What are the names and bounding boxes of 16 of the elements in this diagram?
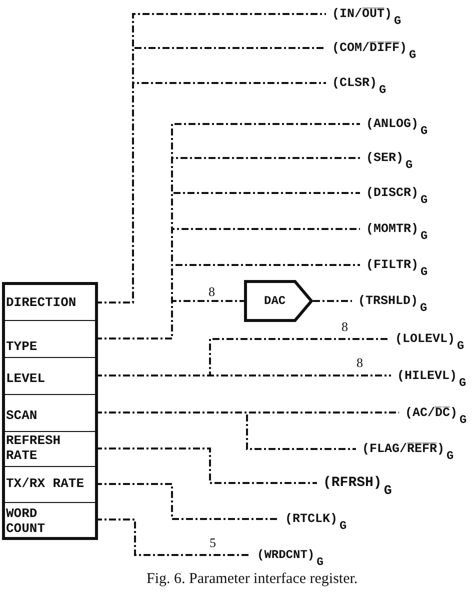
register-field: SCAN (5, 394, 95, 431)
register-field: TX/RX RATE (5, 466, 95, 502)
dac-label: DAC (264, 294, 286, 308)
signal-line (313, 300, 352, 302)
register-field: REFRESH RATE (5, 431, 95, 466)
register-field: LEVEL (5, 357, 95, 394)
edge-label: 8 (356, 356, 364, 370)
edge-label: 8 (208, 285, 216, 299)
edge-label: 8 (340, 320, 349, 334)
register-field: TYPE (5, 320, 95, 357)
dac-block (244, 280, 313, 322)
figure-caption: Fig. 6. Parameter interface register. (146, 570, 358, 588)
register-field: WORD COUNT (5, 502, 95, 537)
register-box (2, 282, 98, 540)
edge-label: 5 (208, 536, 217, 550)
register-field: DIRECTION (5, 285, 95, 320)
